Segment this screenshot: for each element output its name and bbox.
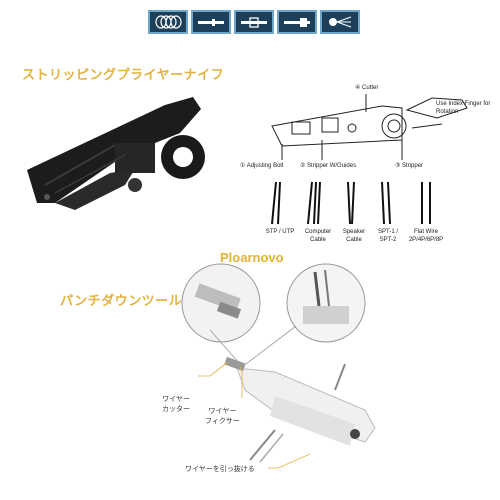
punch-blade-closeup — [181, 263, 261, 343]
cable-label-speaker: Speaker Cable — [342, 229, 366, 243]
stripper-label: ③ Stripper — [395, 163, 424, 169]
wire-puller-label: ワイヤーを引っ抜ける — [185, 466, 255, 473]
cable-type-icon-strip — [148, 10, 360, 34]
stripper-line-diagram — [271, 94, 468, 160]
punch-terminal-closeup — [286, 263, 366, 343]
closeup-pointer-lines — [209, 325, 297, 365]
flat-cable-icon — [277, 10, 317, 34]
cable-label-flat-wire: Flat Wire 2P/4P/6P/8P — [408, 229, 444, 243]
utp-cable-icon — [234, 10, 274, 34]
cable-label-stp-utp: STP / UTP — [265, 229, 295, 235]
stp-cable-icon — [191, 10, 231, 34]
wire-fixer-label: ワイヤー フィクサー — [205, 408, 240, 425]
cable-label-computer: Computer Cable — [304, 229, 332, 243]
stripper-guides-label: ② Stripper W/Guides — [300, 163, 357, 169]
stripping-pliers-title: ストリッピングプライヤーナイフ — [22, 67, 225, 82]
cable-label-spt: SPT-1 / SPT-2 — [377, 229, 398, 243]
fiber-cable-icon — [320, 10, 360, 34]
index-finger-label: Use Index Finger for Rotation — [436, 101, 491, 115]
punch-down-tool-image — [224, 356, 376, 463]
cable-types-illustration — [271, 181, 431, 225]
stripping-pliers-image — [27, 97, 205, 210]
punch-down-tool-title: パンチダウンツール — [60, 293, 183, 308]
adjusting-bolt-label: ① Adjusting Bolt — [240, 163, 284, 169]
coaxial-cable-icon — [148, 10, 188, 34]
wire-cutter-label: ワイヤー カッター — [162, 396, 190, 413]
cutter-label: ④ Cutter — [355, 85, 379, 91]
brand-name: Ploarnovo — [220, 250, 284, 265]
